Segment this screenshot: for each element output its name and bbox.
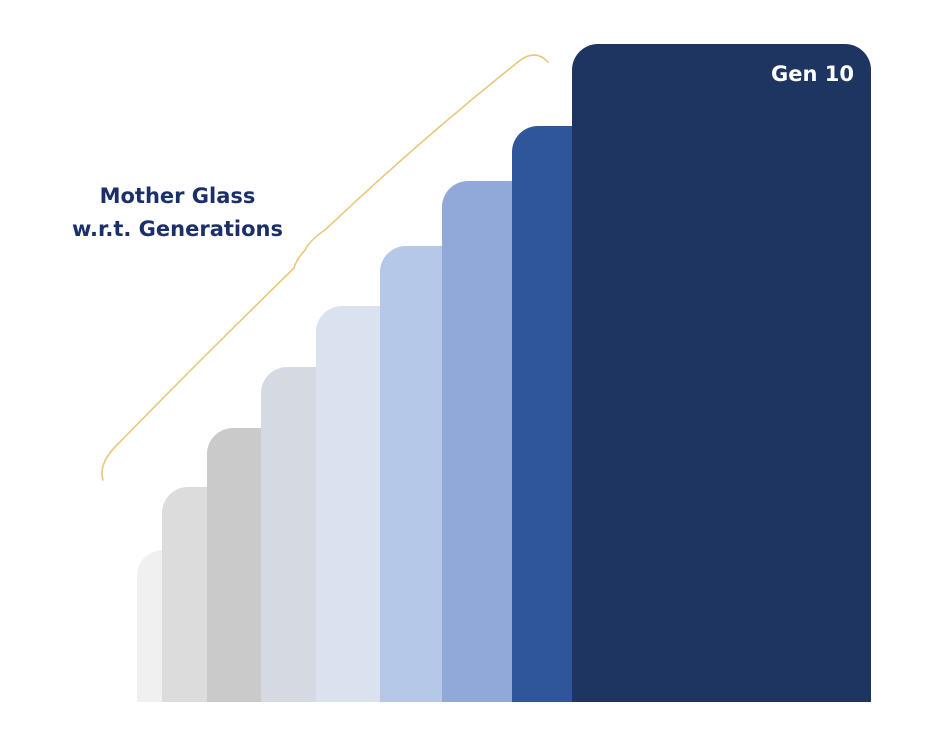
brace-path	[101, 54, 549, 481]
label-gen-10: Gen 10	[771, 62, 854, 86]
diagram-caption: Mother Glass w.r.t. Generations	[70, 180, 285, 246]
panel-gen-10	[572, 44, 871, 702]
caption-line-2: w.r.t. Generations	[71, 217, 283, 241]
caption-line-1: Mother Glass	[99, 184, 256, 208]
